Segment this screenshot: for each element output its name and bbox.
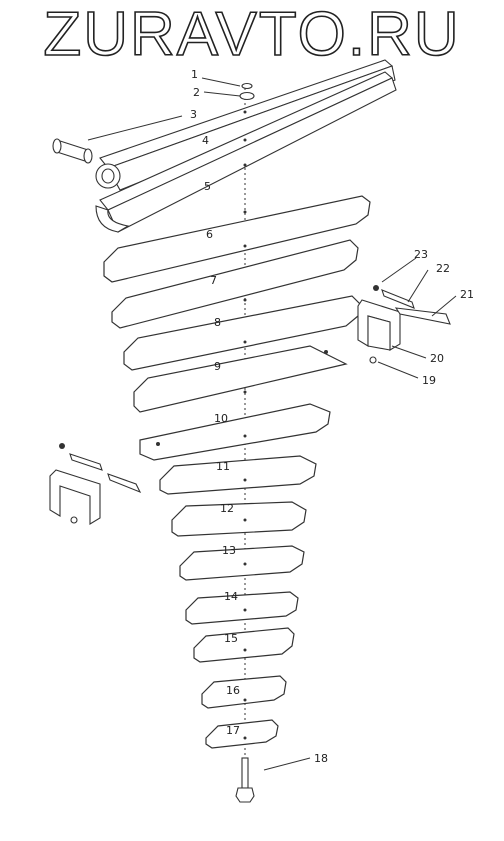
callout-4: 4: [202, 134, 209, 147]
callout-14: 14: [224, 590, 238, 603]
leaf-6: [103, 195, 371, 283]
leader-lines: [87, 77, 457, 771]
center-bolt-part: [235, 757, 255, 803]
callout-3: 3: [190, 108, 197, 121]
callout-19: 19: [422, 374, 436, 387]
leaf-11: [159, 455, 317, 495]
leaf-13: [179, 545, 305, 581]
callout-1: 1: [191, 68, 198, 81]
callout-21: 21: [460, 288, 474, 301]
nut-part: [241, 82, 253, 90]
callout-16: 16: [226, 684, 240, 697]
main-leaf-4: [95, 59, 396, 191]
leaf-7: [111, 239, 359, 329]
leaf-17: [205, 719, 279, 749]
callout-13: 13: [222, 544, 236, 557]
callout-6: 6: [206, 228, 213, 241]
callout-23: 23: [414, 248, 428, 261]
callout-22: 22: [436, 262, 450, 275]
leaf-12: [171, 501, 307, 537]
callout-8: 8: [214, 316, 221, 329]
leaf-10: [139, 350, 331, 461]
left-clip-assembly: [49, 443, 142, 525]
right-clip-assembly: [357, 285, 451, 364]
washer-part: [239, 91, 255, 101]
callout-2: 2: [193, 86, 200, 99]
callout-12: 12: [220, 502, 234, 515]
leaf-15: [193, 627, 295, 663]
callout-5: 5: [204, 180, 211, 193]
callout-18: 18: [314, 752, 328, 765]
leaf-9: [133, 345, 348, 413]
bushing-part: [52, 138, 93, 164]
center-holes: [243, 110, 247, 740]
callout-10: 10: [214, 412, 228, 425]
leaf-16: [201, 675, 287, 709]
callout-15: 15: [224, 632, 238, 645]
callout-17: 17: [226, 724, 240, 737]
callout-20: 20: [430, 352, 444, 365]
watermark-logo: ZURAVTO.RU: [43, 0, 461, 69]
callout-7: 7: [210, 274, 217, 287]
callout-9: 9: [214, 360, 221, 373]
callout-numbers: 1 2 3 4 5 6 7 8 9 10 11 12 13 14 15 16 1…: [190, 68, 474, 765]
leaf-14: [185, 591, 299, 625]
callout-11: 11: [216, 460, 230, 473]
